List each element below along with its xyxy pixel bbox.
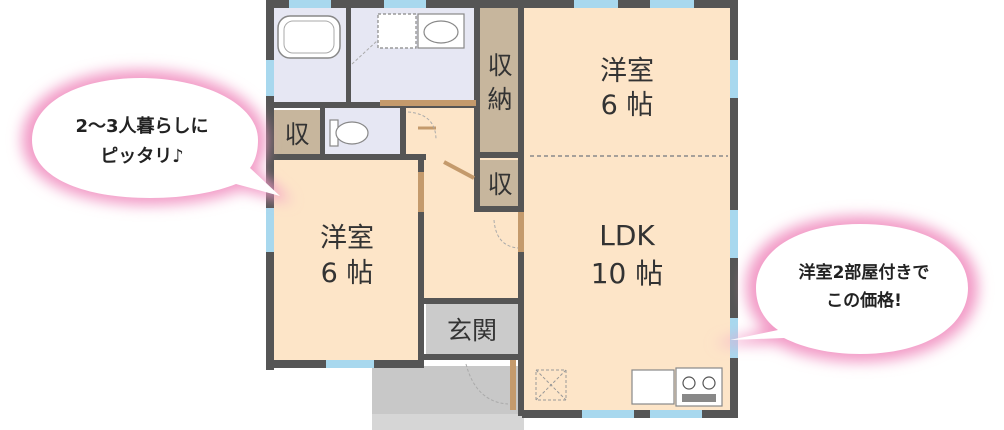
door-swing [465,363,509,405]
window [730,60,738,98]
door-leaf [418,172,424,212]
window [574,0,618,8]
storage-left [274,110,320,156]
toilet-bowl [335,121,369,145]
door-leaf [510,360,516,410]
wall-inner [400,106,406,158]
bathtub-inner [283,20,335,54]
room-western-right-name: 洋室 [600,56,654,87]
room-western-right-size: 6 帖 [601,90,654,121]
bubble-left-line-2: ピッタリ♪ [100,146,184,167]
wall-inner [474,206,522,212]
stove-burner [682,376,696,390]
speech-bubble-right: 洋室2部屋付きで この価格! [714,216,978,362]
window [650,0,694,8]
window [730,210,738,258]
bubble-left-line-1: 2〜3人暮らしに [75,116,208,137]
wall-inner [272,102,480,108]
door-leaf [443,160,475,180]
window [326,360,374,368]
speech-bubble-left: 2〜3人暮らしに ピッタリ♪ [22,70,292,205]
storage-tall-label-2: 納 [487,85,512,114]
entrance-floor [426,302,522,358]
storage-tall-label-1: 収 [487,51,512,80]
door-leaf [518,212,524,252]
window [266,208,274,252]
porch-step [372,414,524,430]
window [730,318,738,358]
washing-machine [377,13,417,49]
room-western-left-floor [272,158,422,362]
room-ldk-name: LDK [599,219,655,252]
wall-right [730,0,738,418]
wall-inner [346,6,351,106]
room-western-left-size: 6 帖 [321,258,374,289]
door-swing [407,111,437,141]
bubble-right-line-1: 洋室2部屋付きで [799,262,930,283]
wall-inner [420,298,522,304]
room-western-right-floor [522,6,732,160]
wall-top [266,0,738,8]
wall-inner [272,154,426,160]
door-swing [493,219,519,249]
window [289,0,331,8]
wall-inner [418,154,424,364]
stove-burner [702,376,716,390]
storage-center [478,160,522,206]
storage-center-label: 収 [487,170,512,199]
storage-tall [478,6,522,152]
wall-inner [474,152,522,158]
stove-grill [682,394,716,402]
door-leaf [380,100,476,106]
room-entrance-name: 玄関 [447,316,497,345]
window [384,0,426,8]
wall-inner [420,354,522,360]
room-ldk-size: 10 帖 [591,257,664,290]
kitchen-sink [631,369,675,405]
wall-inner [474,6,480,212]
refrigerator-cross [535,369,567,401]
refrigerator-space [535,369,567,401]
washbasin-bowl [423,20,459,44]
window [650,410,702,418]
storage-left-label: 収 [284,120,309,149]
window [582,410,634,418]
door-swing [351,39,379,65]
room-western-left-name: 洋室 [320,223,374,254]
bubble-right-line-2: この価格! [826,290,902,311]
window [266,60,274,96]
wall-inner [320,106,325,158]
